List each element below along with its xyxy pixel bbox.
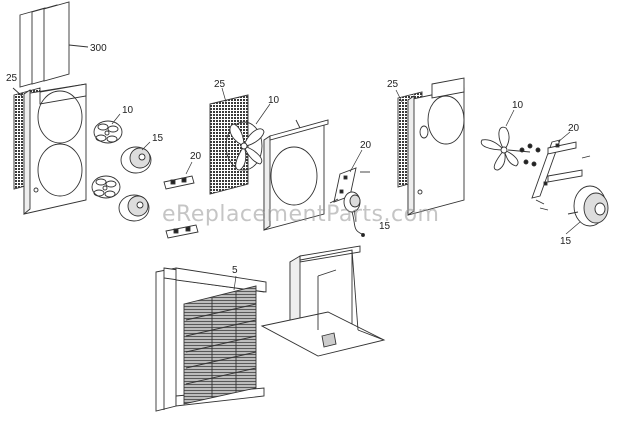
part-label-20-middle: 20 [360, 140, 372, 151]
part-label-300: 300 [90, 43, 107, 54]
left-fan-upper [93, 120, 123, 144]
left-motor-upper [120, 146, 152, 174]
part-label-15-left: 15 [152, 133, 164, 144]
watermark: eReplacementParts.com [162, 202, 440, 227]
part-label-15-middle: 15 [379, 221, 391, 232]
right-motor [567, 185, 609, 227]
left-shroud [23, 83, 87, 215]
left-fan-lower [91, 175, 121, 199]
part-label-20-right: 20 [568, 123, 580, 134]
middle-fan [225, 121, 265, 171]
part-label-25-middle: 25 [214, 79, 226, 90]
right-shroud [407, 77, 465, 216]
part-label-20-left: 20 [190, 151, 202, 162]
right-hardware [519, 143, 541, 167]
middle-shroud [263, 119, 329, 231]
leader-lines [111, 87, 581, 291]
part-label-10-right: 10 [512, 100, 524, 111]
left-motor-lower [118, 194, 150, 222]
cabinet-base [260, 245, 386, 357]
middle-motor [343, 191, 365, 237]
part-label-5: 5 [232, 265, 238, 276]
left-bracket-lower [165, 224, 199, 239]
left-bracket-upper [163, 175, 195, 190]
right-bracket [531, 139, 591, 211]
part-label-25-left: 25 [6, 73, 18, 84]
part-label-10-middle: 10 [268, 95, 280, 106]
condenser-coil [183, 285, 257, 405]
part-label-10-left: 10 [122, 105, 134, 116]
filter-panels [19, 1, 89, 88]
part-label-25-right: 25 [387, 79, 399, 90]
right-fan [480, 126, 531, 171]
part-label-15-right: 15 [560, 236, 572, 247]
